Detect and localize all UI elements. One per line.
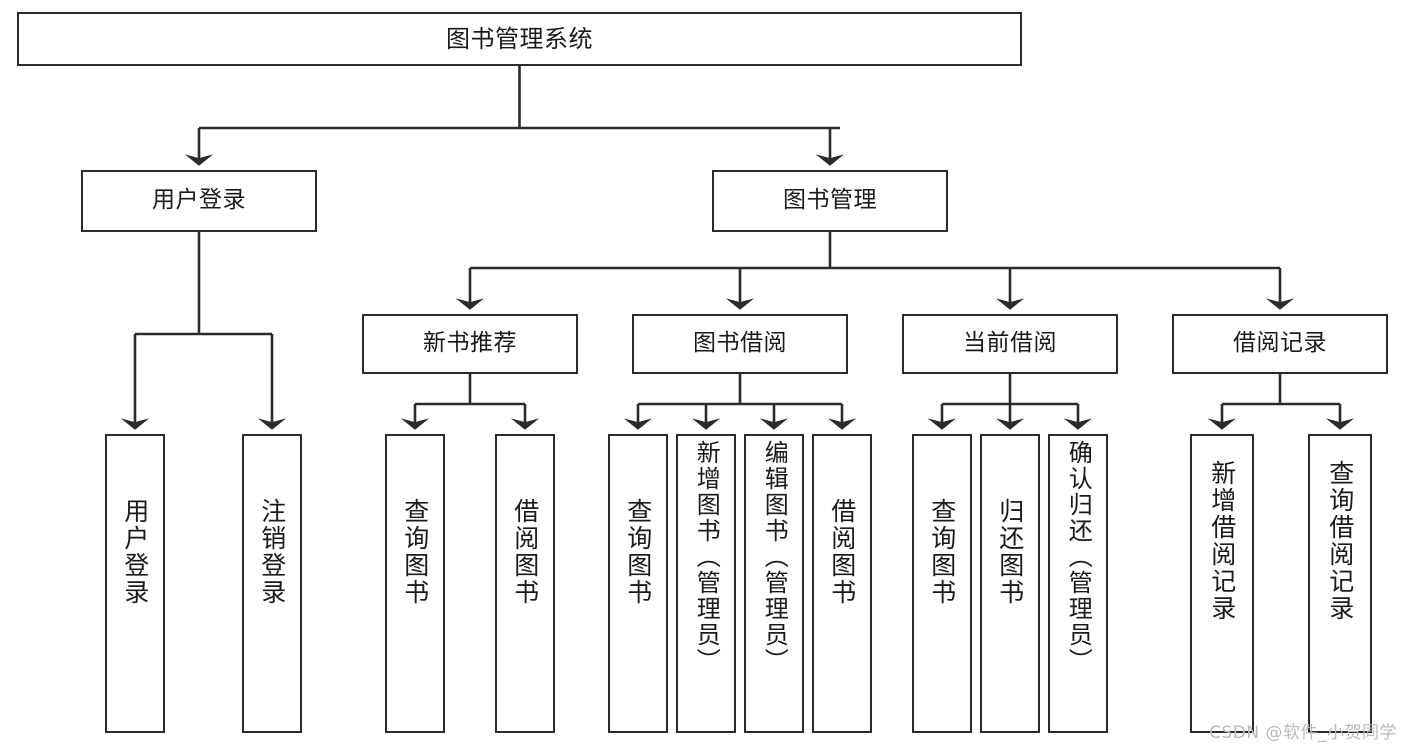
leaf-return-book[interactable]: 归还图书	[980, 434, 1040, 733]
node-book-management[interactable]: 图书管理	[712, 170, 948, 232]
node-book-borrow-label: 图书借阅	[693, 330, 787, 357]
leaf-borrow-book-label: 借阅图书	[827, 498, 857, 606]
node-root[interactable]: 图书管理系统	[17, 12, 1022, 66]
node-user-login[interactable]: 用户登录	[81, 170, 317, 232]
leaf-query-borrow-record-label: 查询借阅记录	[1325, 460, 1355, 622]
leaf-add-borrow-record[interactable]: 新增借阅记录	[1190, 434, 1254, 733]
leaf-edit-book[interactable]: 编辑图书（管理员）	[744, 434, 804, 733]
leaf-add-borrow-record-label: 新增借阅记录	[1207, 460, 1237, 622]
leaf-query-book-recommend[interactable]: 查询图书	[385, 434, 445, 733]
node-new-book-recommend[interactable]: 新书推荐	[362, 314, 578, 374]
leaf-add-book-label: 新增图书（管理员）	[692, 440, 721, 674]
node-current-borrow-label: 当前借阅	[963, 330, 1057, 357]
leaf-borrow-book[interactable]: 借阅图书	[812, 434, 872, 733]
leaf-borrow-book-recommend[interactable]: 借阅图书	[495, 434, 555, 733]
leaf-query-book-current-label: 查询图书	[927, 498, 957, 606]
node-root-label: 图书管理系统	[446, 24, 593, 53]
watermark: CSDN @软件_小贺同学	[1209, 723, 1397, 743]
leaf-return-book-label: 归还图书	[995, 498, 1025, 606]
leaf-query-book-current[interactable]: 查询图书	[912, 434, 972, 733]
leaf-edit-book-label: 编辑图书（管理员）	[760, 440, 789, 674]
node-book-management-label: 图书管理	[783, 187, 877, 214]
node-current-borrow[interactable]: 当前借阅	[902, 314, 1118, 374]
leaf-logout-login[interactable]: 注销登录	[242, 434, 302, 733]
node-borrow-record-label: 借阅记录	[1233, 330, 1327, 357]
node-new-book-recommend-label: 新书推荐	[423, 330, 517, 357]
leaf-query-book-borrow-label: 查询图书	[623, 498, 653, 606]
leaf-query-borrow-record[interactable]: 查询借阅记录	[1308, 434, 1372, 733]
leaf-query-book-recommend-label: 查询图书	[400, 498, 430, 606]
node-user-login-label: 用户登录	[152, 187, 246, 214]
leaf-add-book[interactable]: 新增图书（管理员）	[676, 434, 736, 733]
leaf-query-book-borrow[interactable]: 查询图书	[608, 434, 668, 733]
leaf-user-login[interactable]: 用户登录	[105, 434, 165, 733]
leaf-confirm-return-label: 确认归还（管理员）	[1064, 440, 1093, 674]
leaf-user-login-label: 用户登录	[120, 498, 150, 606]
leaf-logout-login-label: 注销登录	[257, 498, 287, 606]
node-book-borrow[interactable]: 图书借阅	[632, 314, 848, 374]
leaf-confirm-return[interactable]: 确认归还（管理员）	[1048, 434, 1108, 733]
leaf-borrow-book-recommend-label: 借阅图书	[510, 498, 540, 606]
node-borrow-record[interactable]: 借阅记录	[1172, 314, 1388, 374]
